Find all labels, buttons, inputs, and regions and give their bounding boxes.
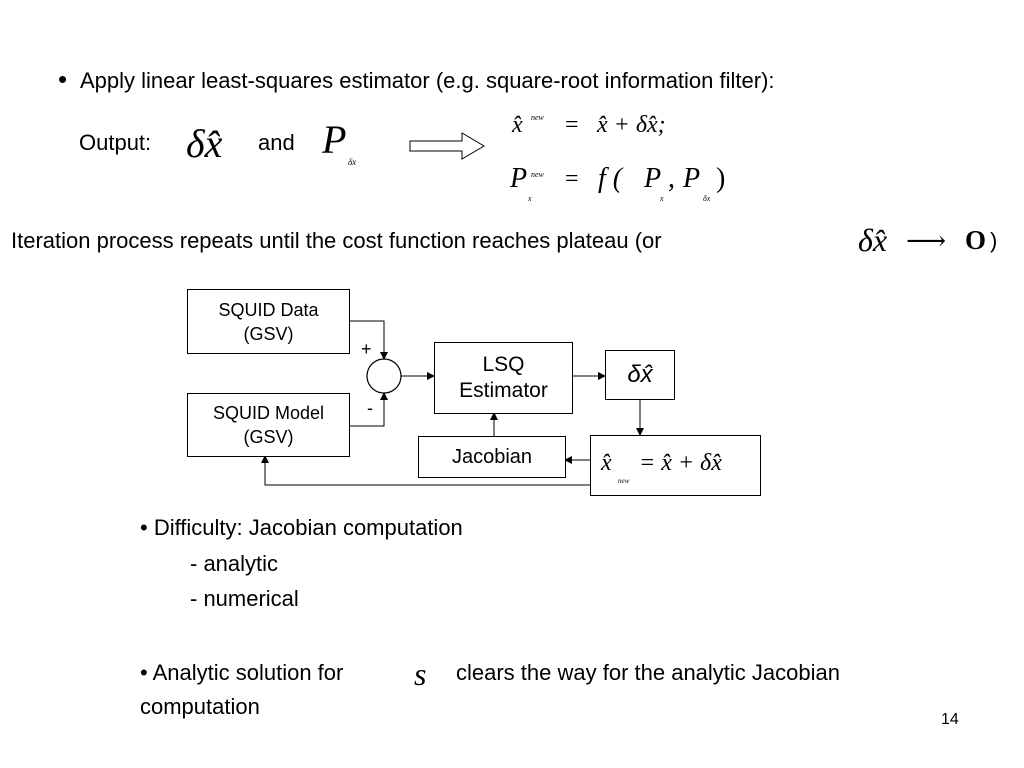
update-lhs: x̂ [601, 450, 612, 476]
iteration-arrow: ⟶ [906, 226, 947, 257]
eq2-p2: P [683, 163, 701, 194]
minus-sign: - [367, 398, 373, 418]
summing-junction [366, 358, 402, 394]
plus-sign: + [361, 339, 372, 359]
page-number: 14 [941, 711, 959, 728]
delta-x-hat-box: δx̂ [605, 350, 675, 400]
bullet-difficulty: • Difficulty: Jacobian computation [140, 515, 463, 540]
squid-data-box: SQUID Data (GSV) [187, 289, 350, 354]
iteration-text: Iteration process repeats until the cost… [11, 228, 662, 253]
eq2-p1: P [644, 163, 662, 194]
eq2-p2-subscript: δx [703, 194, 711, 203]
eq1-lhs: x̂ [512, 112, 523, 138]
bullet-apply-estimator: Apply linear least-squares estimator (e.… [80, 68, 775, 93]
bullet-analytic-solution: • Analytic solution for [140, 660, 344, 685]
update-to-model-feedback [261, 455, 590, 486]
s-symbol: s [414, 656, 427, 692]
eq2-lhs-subscript: x [528, 194, 532, 203]
lsq-estimator-box: LSQ Estimator [434, 342, 573, 414]
output-label: Output: [79, 130, 152, 155]
eq1-equals: = [565, 112, 579, 138]
analytic-solution-continuation: clears the way for the analytic Jacobian [456, 660, 840, 685]
covariance-subscript: δx [348, 157, 357, 167]
eq2-lhs: P [510, 163, 528, 194]
bullet-glyph: • [58, 64, 68, 94]
model-to-summer-connector [349, 392, 388, 427]
data-to-summer-connector [349, 320, 388, 360]
difficulty-numerical: - numerical [190, 586, 299, 611]
iteration-close-paren: ) [990, 228, 998, 253]
difficulty-analytic: - analytic [190, 551, 279, 576]
output-implies-arrow [409, 132, 485, 160]
eq2-close: ) [716, 163, 726, 194]
eq1-rhs: x̂ + δx̂; [597, 112, 666, 138]
eq2-lhs-superscript: new [531, 170, 544, 179]
eq2-p1-subscript: x [660, 194, 664, 203]
squid-model-box: SQUID Model (GSV) [187, 393, 350, 457]
output-delta-x-hat: δx̂ [186, 121, 223, 166]
eq1-lhs-superscript: new [531, 113, 544, 122]
eq2-comma: , [668, 163, 675, 194]
update-rhs: = x̂ + δx̂ [639, 450, 722, 476]
analytic-solution-line2: computation [140, 694, 260, 719]
covariance-symbol: P [322, 117, 347, 162]
iteration-delta-x-hat: δx̂ [858, 222, 888, 258]
iteration-zero: O [965, 225, 987, 255]
state-update-box: x̂ new = x̂ + δx̂ [590, 435, 761, 496]
eq2-function-open: f ( [598, 163, 623, 194]
update-lhs-subscript: new [618, 477, 630, 485]
jacobian-box: Jacobian [418, 436, 566, 478]
eq2-equals: = [565, 166, 579, 192]
output-and-label: and [258, 130, 295, 155]
